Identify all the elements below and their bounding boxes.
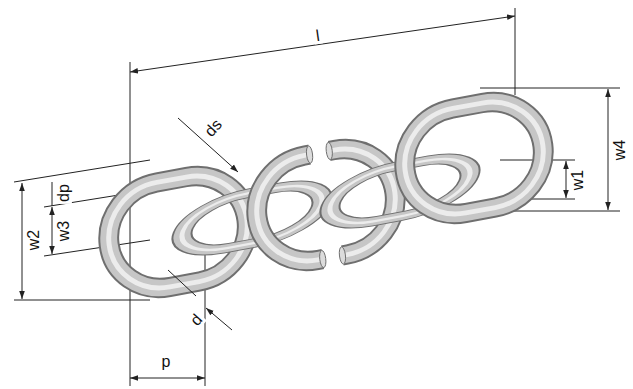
extension-lines bbox=[14, 8, 620, 386]
dimension-label: w4 bbox=[612, 138, 628, 162]
dimension-label: w2 bbox=[26, 228, 42, 252]
dimension-label: p bbox=[160, 354, 173, 370]
dimension-label: d bbox=[186, 310, 207, 330]
dimension-label: dp bbox=[56, 182, 72, 204]
dimension-label: l bbox=[313, 28, 323, 45]
chain-links bbox=[103, 93, 550, 297]
dimension-label: ds bbox=[200, 115, 226, 141]
dimension-label: w1 bbox=[570, 168, 586, 192]
dimension-label: w3 bbox=[56, 219, 72, 243]
dimension-lines bbox=[22, 16, 608, 378]
